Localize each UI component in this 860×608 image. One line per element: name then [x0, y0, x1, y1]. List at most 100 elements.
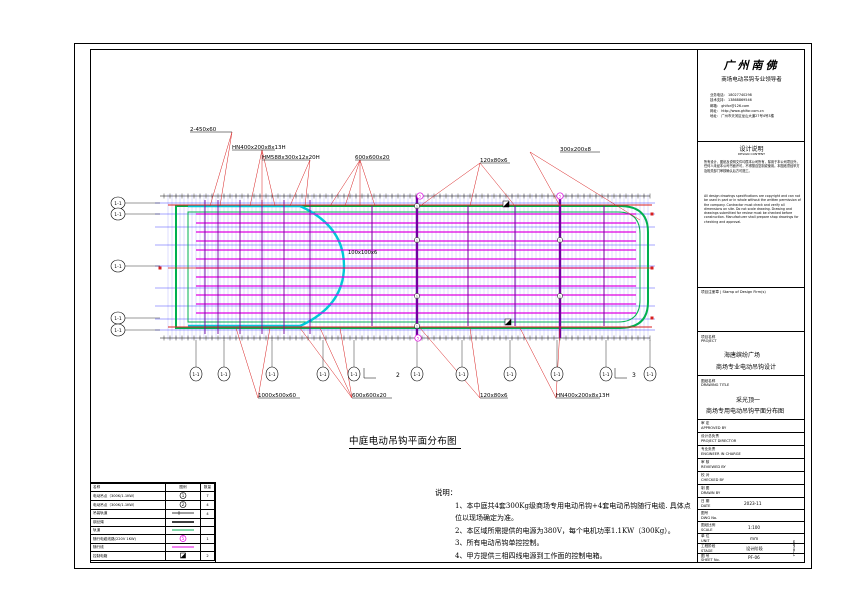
sheet-no-value: PF-06 — [748, 555, 760, 560]
legend-qty: 4 — [200, 509, 215, 519]
anchor-point — [650, 266, 654, 270]
date-value: 2023-11 — [744, 501, 762, 506]
cable-symbol-label: 5 — [417, 337, 419, 341]
cable-symbol — [416, 192, 424, 200]
field-label: 日 期 — [701, 499, 710, 503]
intro-text-en: All design drawings specifications are c… — [704, 194, 801, 224]
row-axis-label: 1-1 — [114, 328, 122, 334]
control-box-fill — [505, 319, 511, 325]
cable-symbol-label: 5 — [419, 195, 421, 199]
legend-qty — [200, 543, 215, 553]
legend-row: 钢丝绳 — [90, 517, 215, 527]
leader-line — [319, 327, 353, 399]
title-block: 广州南佛 商场电动吊钩专业领导者 业务电话： 18027740298 技术支持：… — [697, 49, 805, 563]
anchor-point — [650, 212, 654, 216]
legend-header-name: 名称 — [90, 482, 166, 493]
contact-line: 邮箱： ghifor@126.com — [710, 103, 750, 108]
leader-line — [249, 149, 263, 207]
hook-symbol — [414, 293, 420, 299]
project-name: 海唐缤纷广场 — [724, 352, 761, 359]
row-axis-label: 1-1 — [114, 201, 122, 207]
legend-qty — [200, 517, 215, 527]
drawing-label-en: DRAWING TITLE — [701, 383, 730, 387]
leader-line — [329, 159, 361, 207]
brand-cell: 广州南佛 商场电动吊钩专业领导者 业务电话： 18027740298 技术支持：… — [698, 49, 805, 142]
cable-symbol-icon: 5 — [165, 534, 201, 545]
column-axis-bubble — [455, 366, 469, 382]
contact-info: 业务电话： 18027740298 技术支持： 13868869546 邮箱： … — [710, 93, 774, 119]
leader-line — [479, 162, 516, 207]
brand-name: 广州南佛 — [723, 59, 780, 72]
legend-qty — [200, 525, 215, 536]
field-label: 图纸比例 — [701, 523, 716, 527]
follow-line-icon — [165, 543, 201, 553]
leader-line — [519, 327, 557, 399]
leader-line — [419, 327, 481, 399]
project-cell: 项目名称 PROJECT 海唐缤纷广场 商场专业电动吊钩设计 — [698, 332, 805, 376]
legend-name: 吊装轨道 — [90, 509, 166, 519]
notes-item: 3、所有电动吊钩单控控制。 — [455, 539, 544, 548]
cable-symbol — [556, 192, 564, 200]
column-axis-label: 1-1 — [602, 372, 609, 378]
drawing-label: 图纸名称 — [701, 379, 716, 383]
notes-item: 位以现场确定为准。 — [455, 514, 518, 523]
legend-symbol: 2 — [182, 502, 185, 507]
column-axis-bubble — [550, 366, 564, 382]
legend-name: 随行线 — [90, 543, 166, 553]
field-label-en: DATE — [701, 504, 711, 508]
leader-line — [419, 162, 481, 207]
legend-row: 电动吊点（300K/1.1KW） 1 7 — [90, 491, 215, 502]
hook-symbol-label: 1 — [416, 324, 418, 328]
hook-symbol — [557, 237, 563, 243]
legend-qty: 4 — [200, 500, 215, 511]
field-label: 校 对 — [701, 473, 710, 477]
leader-line — [219, 131, 233, 207]
field-label: 单 位 — [701, 534, 710, 538]
callout-label: HM588x300x12x20H — [262, 155, 320, 161]
field-label-en: DRAWN BY — [701, 491, 721, 495]
hook-symbol-label: 1 — [416, 238, 418, 242]
hook-symbol-icon: 2 — [165, 500, 201, 511]
intro-text-cn: 所有设计、图纸及说明文件均属本公司所有，除用于本公司项目外，任何人未经本公司书面… — [704, 160, 800, 173]
anchor-point — [158, 266, 162, 270]
callout-label: 600x600x20 — [352, 393, 387, 399]
field-label-en: SCALE — [701, 528, 713, 532]
project-label-en: PROJECT — [701, 339, 717, 343]
section-mark-label: 3 — [632, 372, 636, 379]
field-label: 图 号 — [701, 554, 710, 558]
project-label: 项目名称 — [701, 335, 716, 339]
leader-line — [344, 159, 361, 207]
legend-header-row: 名称 图例 数量 — [90, 482, 215, 493]
legend-row: 轨道 — [90, 525, 215, 536]
callout-label: 1000x500x60 — [258, 393, 297, 399]
control-box-fill — [503, 201, 509, 207]
field-label-en: CHECKED BY — [701, 478, 724, 482]
column-axis-bubble — [643, 366, 657, 382]
hook-symbol-label: 1 — [559, 294, 561, 298]
field-label-en: APPROVED BY — [701, 426, 727, 430]
rail-line-icon — [165, 525, 201, 536]
column-axis-label: 1-1 — [319, 372, 326, 378]
legend-row: 电动吊点（300K/1.1KW） 2 4 — [90, 500, 215, 511]
legend-symbol: 5 — [182, 536, 185, 541]
field-label-en: DWG No. — [701, 516, 718, 520]
column-axis-label: 1-1 — [458, 372, 465, 378]
column-axis-bubble — [316, 366, 330, 382]
leader-line — [209, 131, 233, 207]
leader-line — [529, 151, 561, 207]
stamp-label: 项目注册章 | Stamp of Design Firm(s) — [701, 290, 766, 294]
leader-line — [289, 159, 311, 207]
field-label: 设计总负责 — [701, 434, 719, 438]
leader-line — [304, 159, 311, 207]
field-label-en: STAGE — [701, 549, 713, 553]
legend-qty: 7 — [200, 491, 215, 502]
stage-value: 设计阶段 — [746, 546, 763, 551]
plan-title: 中庭电动吊钩平面分布图 — [349, 436, 457, 447]
field-label: 审 定 — [701, 421, 710, 425]
